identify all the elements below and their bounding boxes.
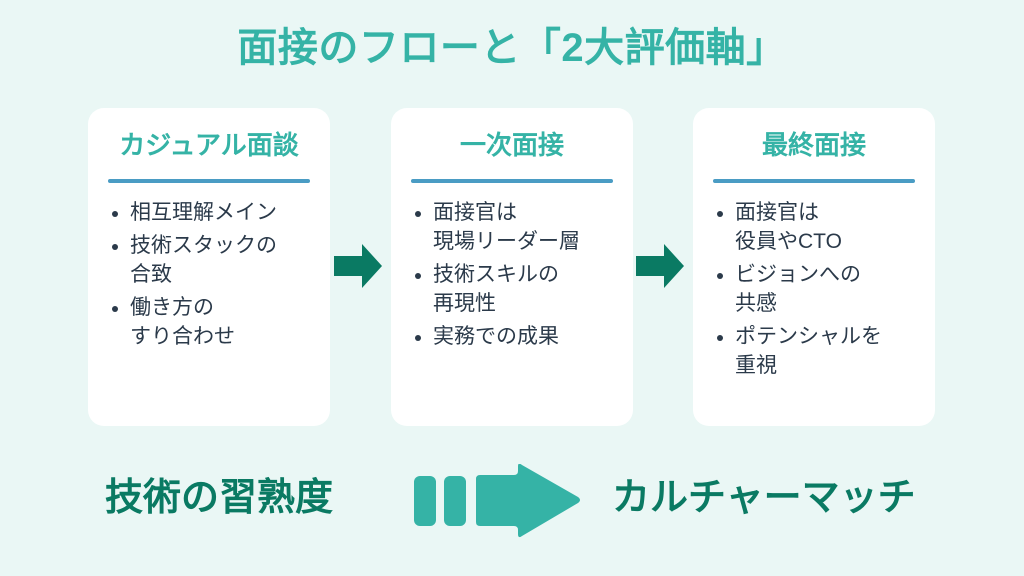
process-card-final-interview: 最終面接 面接官は 役員やCTO ビジョンへの 共感 ポテンシャルを 重視 <box>693 108 935 426</box>
process-card-casual-interview: カジュアル面談 相互理解メイン 技術スタックの 合致 働き方の すり合わせ <box>88 108 330 426</box>
list-item: 技術スキルの 再現性 <box>413 261 619 319</box>
dashed-right-arrow-icon <box>410 463 585 538</box>
card-heading: カジュアル面談 <box>119 130 299 160</box>
process-cards-row: カジュアル面談 相互理解メイン 技術スタックの 合致 働き方の すり合わせ 一次… <box>88 108 936 426</box>
list-item: ビジョンへの 共感 <box>715 261 921 319</box>
right-arrow-icon <box>330 238 386 294</box>
page-title: 面接のフローと「2大評価軸」 <box>237 26 787 70</box>
card-divider <box>411 179 613 184</box>
list-item: 面接官は 現場リーダー層 <box>413 199 619 257</box>
right-arrow-icon <box>632 238 688 294</box>
card-heading: 最終面接 <box>761 130 866 160</box>
card-bullet-list: 面接官は 現場リーダー層 技術スキルの 再現性 実務での成果 <box>405 199 619 352</box>
card-bullet-list: 相互理解メイン 技術スタックの 合致 働き方の すり合わせ <box>102 199 316 352</box>
card-heading: 一次面接 <box>459 130 564 160</box>
process-card-first-interview: 一次面接 面接官は 現場リーダー層 技術スキルの 再現性 実務での成果 <box>391 108 633 426</box>
list-item: 相互理解メイン <box>110 199 316 228</box>
card-divider <box>108 179 310 184</box>
evaluation-axis-band: 技術の習熟度 カルチャーマッチ <box>0 456 1024 552</box>
list-item: 働き方の すり合わせ <box>110 294 316 352</box>
list-item: 面接官は 役員やCTO <box>715 199 921 257</box>
axis-label-right: カルチャーマッチ <box>612 477 916 519</box>
list-item: ポテンシャルを 重視 <box>715 323 921 381</box>
card-divider <box>713 179 915 184</box>
list-item: 実務での成果 <box>413 323 619 352</box>
card-bullet-list: 面接官は 役員やCTO ビジョンへの 共感 ポテンシャルを 重視 <box>707 199 921 381</box>
axis-label-left: 技術の習熟度 <box>105 477 334 519</box>
list-item: 技術スタックの 合致 <box>110 232 316 290</box>
